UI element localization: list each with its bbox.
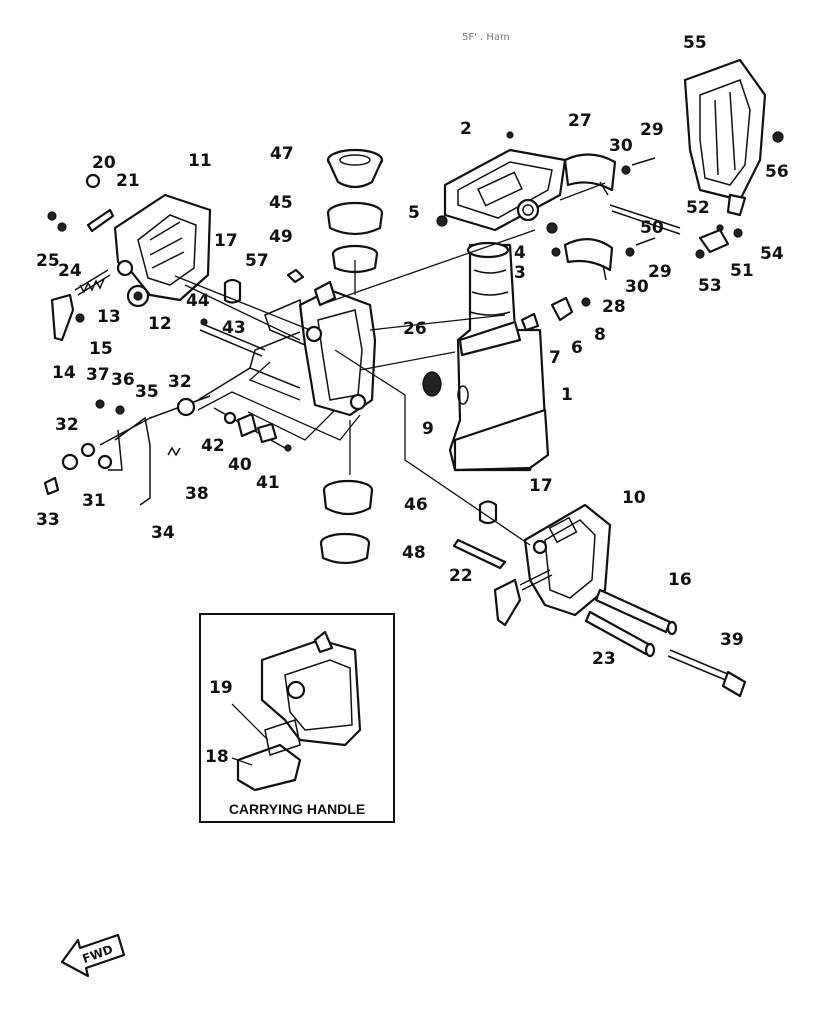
part-label-27: 27: [568, 111, 592, 131]
small-hardware: [47, 131, 743, 525]
part-label-8: 8: [594, 325, 606, 345]
part-label-37: 37: [86, 365, 110, 385]
part-label-56: 56: [765, 162, 789, 182]
part-label-18: 18: [205, 747, 229, 767]
part-label-53: 53: [698, 276, 722, 296]
part-label-12: 12: [148, 314, 172, 334]
part-label-33: 33: [36, 510, 60, 530]
carrying-handle-inset: CARRYING HANDLE: [199, 613, 395, 823]
part-label-44: 44: [186, 291, 210, 311]
part-label-55: 55: [683, 33, 707, 53]
part-label-32-lower: 32: [55, 415, 79, 435]
part-label-16: 16: [668, 570, 692, 590]
part-label-14: 14: [52, 363, 76, 383]
part-label-2: 2: [460, 119, 472, 139]
part-label-10: 10: [622, 488, 646, 508]
linkage-left: [43, 331, 301, 506]
part-label-17-upper: 17: [214, 231, 238, 251]
part-label-1: 1: [561, 385, 573, 405]
part-label-22: 22: [449, 566, 473, 586]
part-label-19: 19: [209, 678, 233, 698]
part-label-51: 51: [730, 261, 754, 281]
part-labels: 1 2 3 4 5 6 7 8 9 10 11 12 13 14 15 16 1…: [36, 33, 789, 767]
part-label-3: 3: [514, 263, 526, 283]
clamp-bracket-right: [523, 503, 612, 617]
part-label-21: 21: [116, 171, 140, 191]
part-label-28: 28: [602, 297, 626, 317]
header-note: 5F' . Ham: [462, 32, 510, 43]
part-label-20: 20: [92, 153, 116, 173]
pan-covers: [563, 153, 617, 281]
part-label-45: 45: [269, 193, 293, 213]
part-label-47: 47: [270, 144, 294, 164]
fwd-arrow-icon: FWD: [60, 933, 126, 978]
part-label-48: 48: [402, 543, 426, 563]
top-plate: [443, 148, 567, 232]
part-label-39: 39: [720, 630, 744, 650]
part-label-24: 24: [58, 261, 82, 281]
bushings: [319, 148, 384, 565]
part-label-26: 26: [403, 319, 427, 339]
part-label-35: 35: [135, 382, 159, 402]
part-label-30-lower: 30: [625, 277, 649, 297]
guide-lines: [174, 182, 606, 546]
part-label-54: 54: [760, 244, 784, 264]
part-label-13: 13: [97, 307, 121, 327]
part-label-31: 31: [82, 491, 106, 511]
part-label-38: 38: [185, 484, 209, 504]
part-label-9: 9: [422, 419, 434, 439]
part-label-5: 5: [408, 203, 420, 223]
part-label-49: 49: [269, 227, 293, 247]
part-label-17-lower: 17: [529, 476, 553, 496]
part-label-29-upper: 29: [640, 120, 664, 140]
part-label-50: 50: [640, 218, 664, 238]
part-label-23: 23: [592, 649, 616, 669]
part-label-6: 6: [571, 338, 583, 358]
part-label-4: 4: [514, 243, 526, 263]
part-label-30-upper: 30: [609, 136, 633, 156]
upper-casing: [448, 241, 550, 472]
part-label-34: 34: [151, 523, 175, 543]
part-label-11: 11: [188, 151, 212, 171]
rods: [452, 538, 747, 698]
part-label-42: 42: [201, 436, 225, 456]
inset-title: CARRYING HANDLE: [229, 801, 365, 817]
part-label-25: 25: [36, 251, 60, 271]
part-label-41: 41: [256, 473, 280, 493]
part-label-36: 36: [111, 370, 135, 390]
bracket-55: [683, 58, 784, 217]
part-label-43: 43: [222, 318, 246, 338]
clamp-bracket-left: [113, 193, 212, 302]
part-label-15: 15: [89, 339, 113, 359]
part-label-57: 57: [245, 251, 269, 271]
part-label-46: 46: [404, 495, 428, 515]
part-label-32-upper: 32: [168, 372, 192, 392]
part-label-29-lower: 29: [648, 262, 672, 282]
part-label-52: 52: [686, 198, 710, 218]
part-label-40: 40: [228, 455, 252, 475]
part-label-7: 7: [549, 348, 561, 368]
swivel-bracket: [264, 280, 377, 417]
